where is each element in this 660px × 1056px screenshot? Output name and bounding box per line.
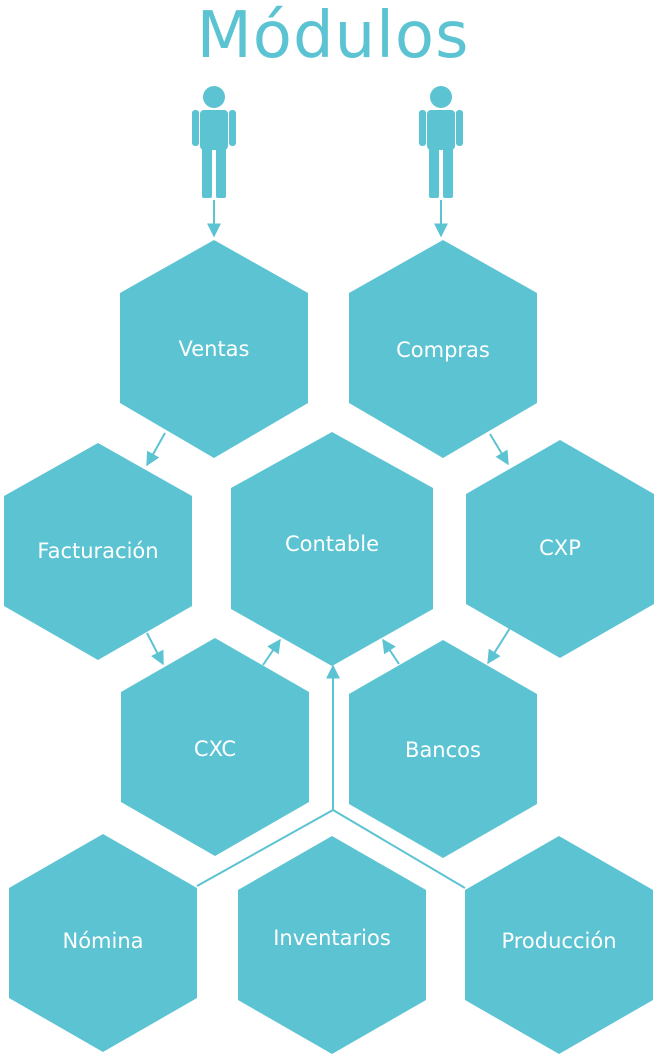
module-cxc: CXC <box>121 638 309 856</box>
module-ventas-label: Ventas <box>178 337 249 361</box>
arrow-facturacion-cxc <box>146 632 164 666</box>
module-produccion: Producción <box>465 836 653 1054</box>
module-contable-label: Contable <box>285 532 379 556</box>
module-compras: Compras <box>349 240 537 458</box>
module-inventarios-label: Inventarios <box>273 926 391 950</box>
line-nomina-trunk <box>196 809 334 887</box>
module-inventarios: Inventarios <box>238 836 426 1054</box>
module-cxp: CXP <box>466 440 654 658</box>
module-cxc-label: CXC <box>194 737 236 761</box>
module-contable: Contable <box>231 432 433 666</box>
arrow-cxp-bancos <box>487 627 511 665</box>
arrow-bancos-contable <box>382 638 400 665</box>
module-cxp-label: CXP <box>539 536 581 560</box>
line-produccion-trunk <box>332 809 466 889</box>
module-ventas: Ventas <box>120 240 308 458</box>
module-facturacion: Facturación <box>4 443 192 660</box>
module-produccion-label: Producción <box>501 929 616 953</box>
connectors <box>146 200 511 889</box>
module-nomina-label: Nómina <box>62 929 143 953</box>
module-compras-label: Compras <box>396 338 490 362</box>
arrow-compras-cxp <box>489 433 509 466</box>
module-nomina: Nómina <box>9 834 197 1052</box>
arrow-cxc-contable <box>262 638 281 666</box>
person-icon <box>192 86 236 198</box>
page-title: Módulos <box>197 0 470 73</box>
arrow-ventas-facturacion <box>146 432 166 467</box>
person-icon <box>419 86 463 198</box>
module-bancos: Bancos <box>349 640 537 858</box>
module-facturacion-label: Facturación <box>37 539 158 563</box>
module-bancos-label: Bancos <box>405 738 481 762</box>
